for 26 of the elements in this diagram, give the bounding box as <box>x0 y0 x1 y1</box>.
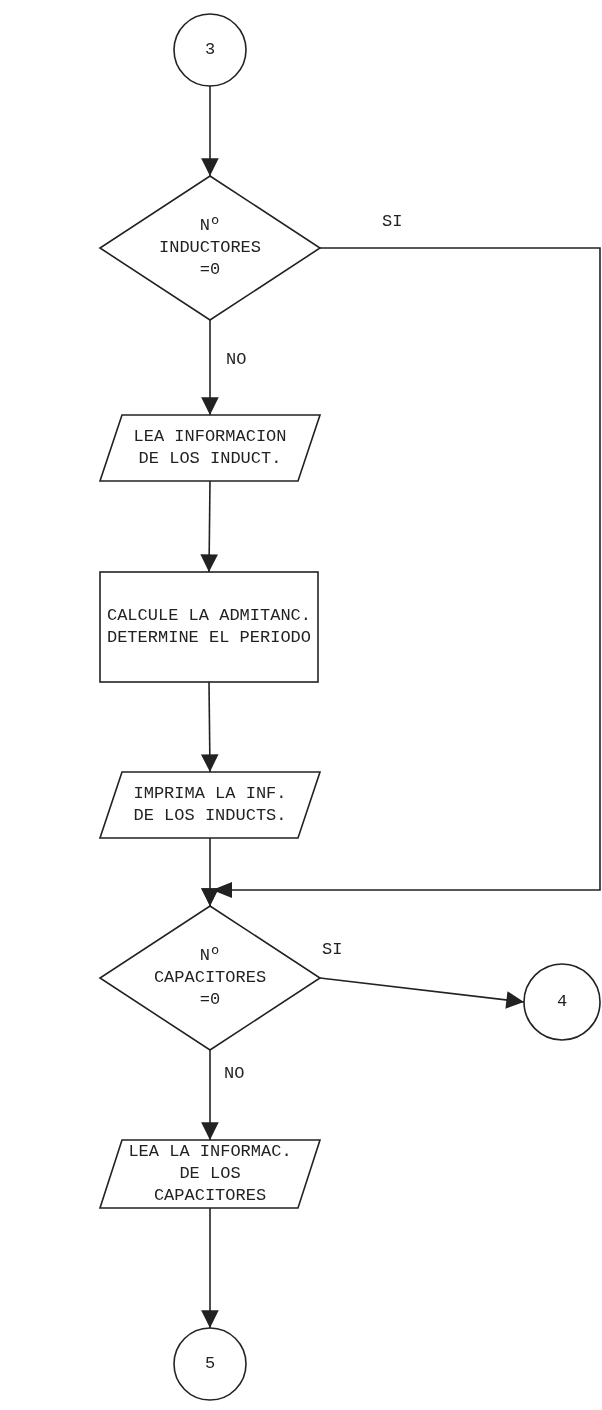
connector-circle <box>174 1328 246 1400</box>
process-box <box>100 572 318 682</box>
arrow <box>319 977 525 1009</box>
arrow <box>201 85 219 177</box>
arrow <box>200 480 218 573</box>
node-text: 4 <box>556 990 568 1013</box>
node-text: Nº CAPACITORES =0 <box>152 944 268 1012</box>
node-text: LEA INFORMACION DE LOS INDUCT. <box>132 425 288 470</box>
arrow <box>201 319 219 416</box>
node-text: LEA LA INFORMAC. DE LOS CAPACITORES <box>127 1140 293 1208</box>
arrow <box>201 1207 219 1329</box>
arrow <box>200 681 219 773</box>
decision-diamond <box>100 176 320 320</box>
connector-circle <box>524 964 600 1040</box>
arrow <box>201 247 601 907</box>
node-text: Nº INDUCTORES =0 <box>158 214 262 282</box>
node-text: 3 <box>204 38 216 61</box>
input-output-parallelogram <box>100 1140 320 1208</box>
connector-circle <box>174 14 246 86</box>
input-output-parallelogram <box>100 415 320 481</box>
input-output-parallelogram <box>100 772 320 838</box>
node-text: IMPRIMA LA INF. DE LOS INDUCTS. <box>132 782 288 827</box>
decision-diamond <box>100 906 320 1050</box>
node-text: CALCULE LA ADMITANC. DETERMINE EL PERIODO <box>105 604 312 649</box>
node-text: 5 <box>204 1352 216 1375</box>
arrow <box>201 1049 219 1141</box>
